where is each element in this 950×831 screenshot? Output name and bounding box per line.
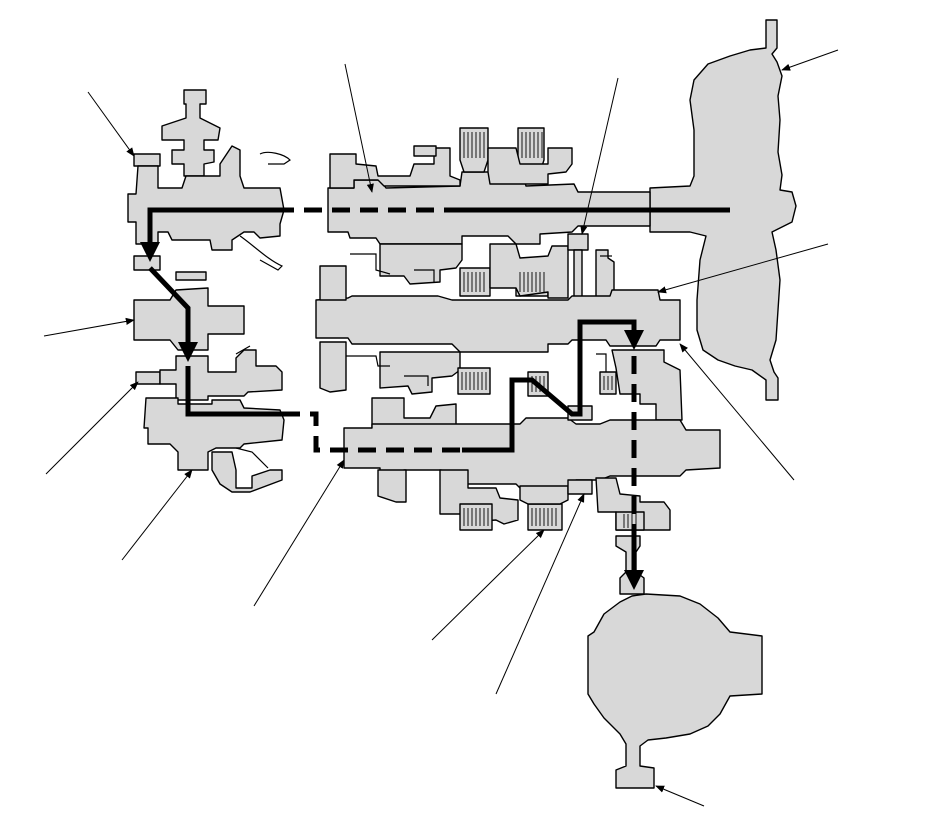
leader-differential-bottom: [655, 785, 705, 807]
output-gear: [615, 535, 645, 595]
right-lower-gear: [567, 479, 593, 495]
left-idler-top: [175, 271, 207, 281]
hatch-lower-left: [461, 372, 487, 390]
leader-mainshaft: [344, 63, 374, 193]
detail-line-6: [404, 375, 429, 386]
hatch-bottom-right: [531, 508, 557, 526]
upper-clutch-pack-left: [459, 127, 489, 173]
left-mid-drum: [319, 265, 347, 301]
detail-line-10: [235, 447, 269, 469]
bottom-right-hub: [615, 511, 645, 531]
leader-left-idler: [43, 317, 135, 337]
differential: [587, 593, 763, 789]
upper-mid-drum: [413, 145, 437, 157]
mainshaft-gear-right: [567, 233, 589, 251]
leader-mainshaft-gear: [580, 77, 619, 235]
detail-line-1: [259, 151, 291, 165]
flow-left-down: [140, 207, 282, 262]
lower-clutch-housing: [379, 351, 461, 395]
bottom-drum: [519, 485, 569, 505]
flow-lower-left: [185, 366, 282, 417]
left-lower-gear: [211, 451, 283, 493]
mainshaft-gear-stem: [573, 249, 583, 299]
mid-clutch-pack-left: [459, 267, 491, 297]
upper-clutch-housing: [487, 147, 573, 185]
detail-line-9: [235, 345, 251, 355]
lower-left-hub: [377, 469, 407, 503]
hatch-lower-right: [603, 376, 613, 390]
left-bearing-top: [133, 153, 161, 167]
leader-lower-shaft: [253, 459, 345, 607]
leader-right-lower-gear: [495, 493, 585, 695]
leader-left-lower-gear: [121, 469, 193, 561]
upper-left-drum: [329, 147, 461, 189]
bottom-clutch-pack-right: [527, 503, 563, 531]
hatch-upper-right: [521, 132, 543, 158]
mid-clutch-housing: [379, 243, 463, 285]
leader-countershaft-gear: [657, 243, 829, 294]
left-lower-gear-block: [159, 349, 283, 401]
left-lower-bearing: [135, 371, 161, 385]
hatch-mid-left: [463, 272, 485, 292]
leader-torque-converter: [781, 49, 839, 71]
flow-lower-dashed: [282, 411, 462, 453]
hatch-mid-right: [519, 272, 545, 292]
detail-line-3: [350, 253, 391, 275]
leader-bottom-clutch: [431, 529, 545, 641]
detail-line-7: [596, 353, 607, 372]
upper-left-gear: [161, 89, 221, 177]
right-gear-upper: [595, 249, 615, 299]
left-mid-drum-lower: [319, 341, 347, 393]
detail-line-4: [346, 355, 390, 367]
detail-line-5: [414, 269, 435, 282]
left-upper-housing: [127, 145, 285, 251]
flow-idler-diagonal: [148, 266, 198, 362]
flow-lower-solid: [462, 319, 644, 453]
hatch-upper-left: [463, 132, 485, 158]
hatch-bottom-left: [463, 508, 489, 526]
countershaft: [315, 289, 681, 353]
detail-line-2: [239, 235, 284, 271]
leader-upper-left-gear: [87, 91, 135, 157]
mid-drum: [489, 243, 569, 299]
lower-right-drum: [611, 349, 683, 421]
leader-left-lower-bearing: [45, 381, 139, 475]
left-pinion-gear: [133, 255, 161, 271]
leader-countershaft: [679, 343, 795, 481]
